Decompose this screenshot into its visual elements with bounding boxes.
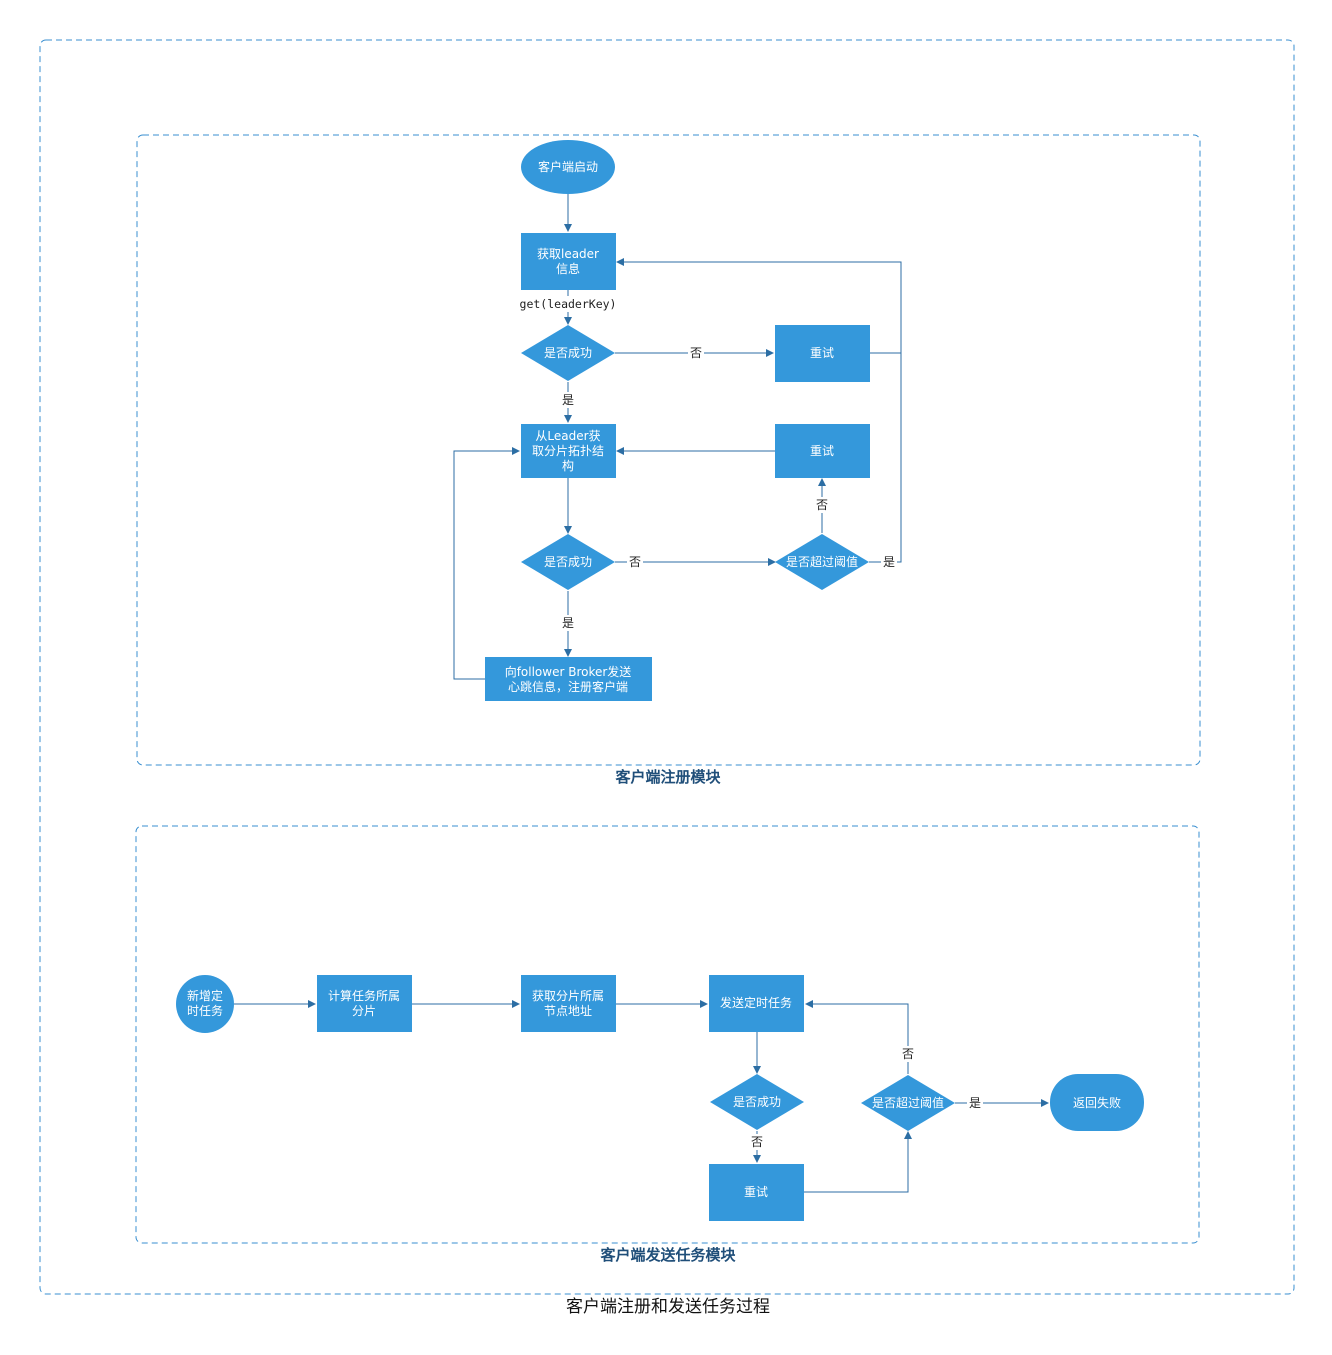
node-threshold-1: 是否超过阈值 — [775, 534, 869, 590]
node-threshold-2: 是否超过阈值 — [861, 1075, 955, 1131]
svg-text:是否成功: 是否成功 — [544, 346, 592, 360]
node-get-node-address: 获取分片所属节点地址 — [521, 975, 616, 1032]
node-calc-shard: 计算任务所属分片 — [317, 975, 412, 1032]
label-success1-no: 否 — [690, 346, 702, 360]
label-threshold2-no: 否 — [902, 1047, 914, 1061]
svg-text:计算任务所属分片: 计算任务所属分片 — [328, 988, 400, 1018]
node-return-fail: 返回失败 — [1050, 1074, 1144, 1131]
svg-text:向follower Broker发送心跳信息，注册客户端: 向follower Broker发送心跳信息，注册客户端 — [505, 664, 632, 694]
svg-text:重试: 重试 — [810, 443, 834, 458]
svg-text:客户端启动: 客户端启动 — [538, 159, 598, 174]
svg-text:发送定时任务: 发送定时任务 — [720, 995, 792, 1010]
svg-text:是否超过阈值: 是否超过阈值 — [786, 554, 858, 569]
edge-retry3-to-threshold2 — [804, 1131, 912, 1193]
send-group-title: 客户端发送任务模块 — [599, 1246, 736, 1264]
node-retry-2: 重试 — [775, 424, 870, 478]
svg-text:获取分片所属节点地址: 获取分片所属节点地址 — [532, 989, 604, 1018]
outer-frame — [39, 39, 1295, 1295]
svg-text:重试: 重试 — [810, 345, 834, 360]
svg-text:是否超过阈值: 是否超过阈值 — [872, 1095, 944, 1110]
register-group-title: 客户端注册模块 — [614, 768, 721, 786]
label-success2-no: 否 — [629, 555, 641, 569]
send-group-frame — [135, 825, 1200, 1244]
svg-text:新增定时任务: 新增定时任务 — [187, 988, 223, 1018]
node-success-1: 是否成功 — [521, 325, 615, 381]
register-group-frame — [136, 134, 1201, 766]
node-client-start: 客户端启动 — [521, 140, 615, 194]
label-threshold1-yes: 是 — [883, 555, 895, 569]
label-get-leaderkey: get(leaderKey) — [520, 297, 617, 311]
node-send-task: 发送定时任务 — [709, 975, 804, 1032]
svg-text:返回失败: 返回失败 — [1073, 1095, 1121, 1110]
svg-text:是否成功: 是否成功 — [733, 1095, 781, 1109]
label-success1-yes: 是 — [562, 393, 574, 407]
svg-text:重试: 重试 — [744, 1184, 768, 1199]
edge-heartbeat-to-gettopo — [453, 447, 520, 680]
edge-retry1-to-getleader — [616, 258, 902, 354]
label-threshold2-yes: 是 — [969, 1096, 981, 1110]
node-get-topology: 从Leader获取分片拓扑结构 — [521, 424, 616, 478]
svg-text:是否成功: 是否成功 — [544, 555, 592, 569]
node-retry-3: 重试 — [709, 1164, 804, 1221]
svg-text:从Leader获取分片拓扑结构: 从Leader获取分片拓扑结构 — [532, 429, 604, 473]
node-new-task: 新增定时任务 — [176, 975, 234, 1033]
label-threshold1-no: 否 — [816, 498, 828, 512]
node-heartbeat: 向follower Broker发送心跳信息，注册客户端 — [485, 657, 652, 701]
label-success2-yes: 是 — [562, 616, 574, 630]
edge-threshold2-to-sendtask — [805, 1000, 909, 1074]
label-success3-no: 否 — [751, 1135, 763, 1149]
node-success-3: 是否成功 — [710, 1074, 804, 1130]
diagram-title: 客户端注册和发送任务过程 — [566, 1297, 770, 1317]
node-success-2: 是否成功 — [521, 534, 615, 590]
edge-threshold1-to-getleader — [869, 353, 902, 563]
node-retry-1: 重试 — [775, 325, 870, 382]
